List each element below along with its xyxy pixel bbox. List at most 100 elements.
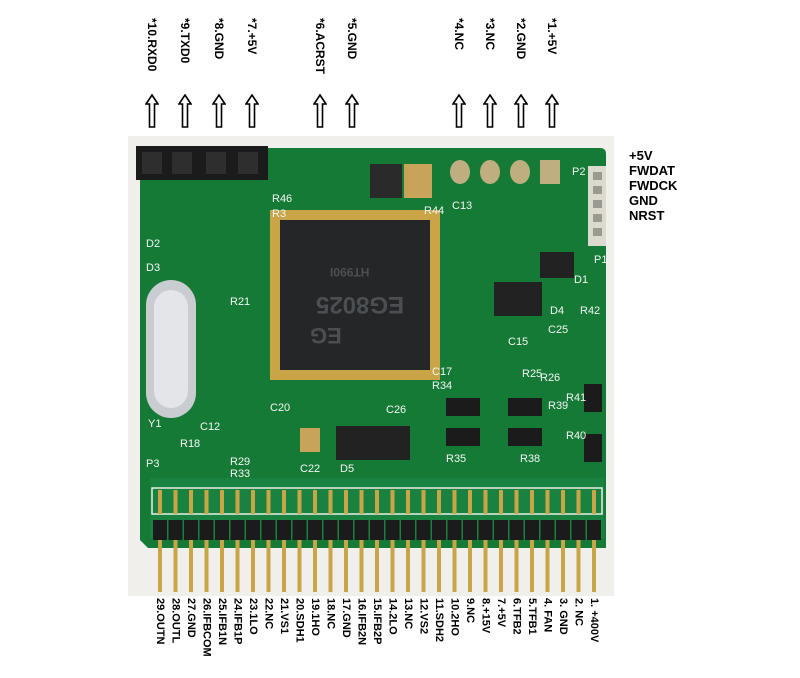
pin-header-block (432, 520, 446, 540)
side-pin-label-2: FWDAT (629, 163, 675, 178)
bottom-pin-label: 22.NC (262, 598, 275, 630)
pin-leg (545, 540, 550, 592)
silk-r3: R3 (272, 208, 287, 220)
silk-p3: P3 (146, 458, 160, 470)
silk-r26: R26 (540, 372, 561, 384)
pin-header-block (556, 520, 570, 540)
diode-d5 (336, 426, 410, 460)
bottom-pin-label: 11.SDH2 (433, 598, 445, 643)
pin-header-block (153, 520, 167, 540)
pin-leg (266, 540, 271, 592)
diode-d1 (540, 252, 574, 278)
pin-header-block (587, 520, 601, 540)
bottom-pin-label: 21.VS1 (278, 598, 290, 635)
pin-tip (514, 490, 519, 514)
silk-d5: D5 (340, 463, 355, 475)
bottom-pin-label: 1. +400V (588, 598, 600, 643)
pin-tip (576, 490, 581, 514)
top-pin-label-5: *5.GND (345, 18, 359, 60)
pin-tip (266, 490, 271, 514)
pin-tip (545, 490, 550, 514)
pin-leg (576, 540, 581, 592)
bottom-pin-label: 17.GND (340, 598, 352, 638)
pin-header-block (416, 520, 431, 540)
bottom-pin-label: 9.NC (464, 598, 476, 624)
up-arrow-icon (245, 94, 259, 128)
pin-tip (297, 490, 302, 514)
bottom-pin-label: 18.NC (324, 598, 337, 630)
pin-leg (359, 540, 364, 592)
silk-r33: R33 (230, 468, 251, 480)
pin-leg (297, 540, 302, 592)
pin-header-block (447, 520, 462, 540)
silk-r25: R25 (522, 368, 543, 380)
up-arrow-icon (545, 94, 559, 128)
bottom-pin-label: 26.IFBCOM (200, 598, 213, 657)
capacitor-c2 (404, 164, 432, 198)
up-arrow-icon (313, 94, 327, 128)
pin-header-block (261, 520, 276, 540)
silk-r29: R29 (230, 456, 251, 468)
resistors (300, 384, 602, 462)
pin-tip (375, 490, 379, 514)
pin-leg (328, 540, 333, 592)
pin-tip (251, 490, 255, 514)
pin-tip (204, 490, 209, 514)
pin-leg (530, 540, 534, 592)
pin-leg (483, 540, 488, 592)
top-pin-label-9: *9.TXD0 (178, 18, 192, 64)
pin-tip (344, 490, 348, 514)
pin-leg (313, 540, 317, 592)
pin-leg (514, 540, 519, 592)
top-pin-label-3: *3.NC (483, 18, 497, 51)
pin-tip (499, 490, 503, 514)
bottom-pin-label: 10.2HO (448, 598, 461, 636)
bottom-pin-label: 12.VS2 (417, 598, 430, 635)
pin-tip (452, 490, 457, 514)
pin-leg (235, 540, 240, 592)
pin-header-block (571, 520, 586, 540)
pin-tip (220, 490, 224, 514)
bottom-pin-label: 15.IFB2P (371, 598, 383, 645)
pin-tip (282, 490, 286, 514)
pin-header-block (199, 520, 214, 540)
pin-header-block (370, 520, 384, 540)
pin-leg (375, 540, 379, 592)
pin-leg (437, 540, 441, 592)
bottom-pin-label: 27.GND (185, 598, 197, 638)
silk-r44: R44 (424, 205, 445, 217)
top-header (136, 146, 268, 180)
pin-leg (189, 540, 193, 592)
bottom-pin-label: 6.TFB2 (510, 598, 523, 635)
pin-header-block (525, 520, 539, 540)
pin-leg (499, 540, 503, 592)
pin-leg (220, 540, 224, 592)
pin-header-block (292, 520, 307, 540)
up-arrow-icon (452, 94, 466, 128)
pin-tip (592, 490, 596, 514)
silk-c22: C22 (300, 463, 321, 475)
bottom-pin-label: 20.SDH1 (293, 598, 306, 643)
silk-c15: C15 (508, 336, 529, 348)
bottom-pin-label: 2. NC (572, 598, 585, 627)
pin-header-block (230, 520, 245, 540)
pin-header-block (494, 520, 508, 540)
silk-p1: P1 (594, 254, 608, 266)
side-pads (588, 166, 606, 246)
bottom-pin-label: 8.+15V (479, 598, 492, 634)
pin-tip (561, 490, 565, 514)
bottom-pin-label: 23.1LO (247, 598, 259, 635)
pin-tip (421, 490, 426, 514)
silk-r40: R40 (566, 430, 587, 442)
bottom-pin-label: 16.IFB2N (355, 598, 368, 646)
pin-header-block (354, 520, 369, 540)
silk-r34: R34 (432, 380, 453, 392)
pin-tip (313, 490, 317, 514)
pin-header-block (184, 520, 198, 540)
pin-tip (158, 490, 162, 514)
pin-tip (173, 490, 178, 514)
pin-header-block (308, 520, 322, 540)
bottom-pin-label: 25.IFB1N (216, 598, 228, 646)
top-right-pads (450, 160, 560, 184)
